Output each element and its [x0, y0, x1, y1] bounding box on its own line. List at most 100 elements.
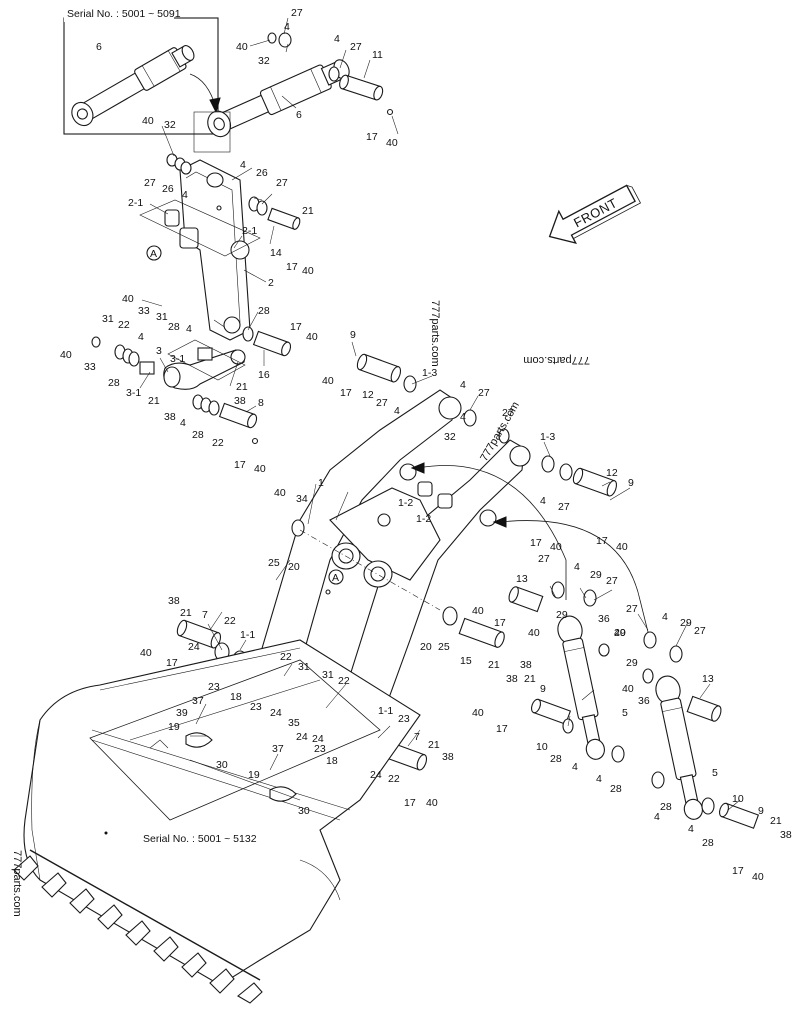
callout: 40 [306, 331, 318, 343]
callout: 4 [662, 611, 668, 623]
callout: 27 [558, 501, 570, 513]
callout: 23 [398, 713, 410, 725]
callout: 10 [732, 793, 744, 805]
callout: 28 [702, 837, 714, 849]
pin-13-a [508, 586, 544, 613]
callout: 18 [326, 755, 338, 767]
callout: 17 [366, 131, 378, 143]
callout: 8 [258, 397, 264, 409]
bellcrank [139, 159, 261, 341]
callout: 40 [622, 683, 634, 695]
callout: 22 [280, 651, 292, 663]
callout: 7 [202, 609, 208, 621]
svg-text:A: A [332, 572, 339, 584]
callout: 17 [732, 865, 744, 877]
callout: 4 [596, 773, 602, 785]
callout: 19 [248, 769, 260, 781]
callout: 30 [216, 759, 228, 771]
callout: 40 [302, 265, 314, 277]
callout: 24 [370, 769, 382, 781]
callout: 19 [168, 721, 180, 733]
callout: 40 [528, 627, 540, 639]
callout: 40 [60, 349, 72, 361]
callout: 4 [460, 379, 466, 391]
pin-10-b [718, 802, 760, 829]
callout: 22 [118, 319, 130, 331]
callout: 23 [208, 681, 220, 693]
leader-lines [139, 17, 741, 811]
callout: 40 [386, 137, 398, 149]
callout: 37 [272, 743, 284, 755]
callout: 21 [302, 205, 314, 217]
callout: 22 [338, 675, 350, 687]
callout: 3-1 [170, 353, 185, 365]
callout: 24 [312, 733, 324, 745]
callout: 17 [596, 535, 608, 547]
callout: 5 [712, 767, 718, 779]
callout: 2-1 [128, 197, 143, 209]
callout: 2-1 [242, 225, 257, 237]
callout: 18 [230, 691, 242, 703]
callout: 1 [318, 477, 324, 489]
callout: 24 [188, 641, 200, 653]
callout: 27 [626, 603, 638, 615]
callout: 4 [688, 823, 694, 835]
callout: 17 [166, 657, 178, 669]
pin-15 [458, 617, 505, 648]
callout: 31 [156, 311, 168, 323]
pin-12-top [356, 353, 402, 383]
section-marker-a-1: A [146, 245, 162, 261]
callout: 40 [236, 41, 248, 53]
callout: 9 [540, 683, 546, 695]
callout: 9 [628, 477, 634, 489]
callout: 16 [258, 369, 270, 381]
callout: 28 [192, 429, 204, 441]
callout: 28 [610, 783, 622, 795]
callout: 38 [442, 751, 454, 763]
callout: 32 [444, 431, 456, 443]
callout: 22 [224, 615, 236, 627]
callout: 23 [314, 743, 326, 755]
callout: 27 [144, 177, 156, 189]
callout: 27 [538, 553, 550, 565]
callout: 5 [622, 707, 628, 719]
callout: 36 [598, 613, 610, 625]
callout: 32 [164, 119, 176, 131]
callout: 1-1 [240, 629, 255, 641]
callout: 1-3 [540, 431, 555, 443]
inset-box: Serial No. : 5001 ~ 5091 [63, 8, 221, 135]
callout: 36 [638, 695, 650, 707]
callout: 24 [270, 707, 282, 719]
bucket [13, 639, 421, 1004]
callout: 27 [694, 625, 706, 637]
pin-7-a [176, 619, 222, 649]
callout: 28 [168, 321, 180, 333]
callout: 20 [420, 641, 432, 653]
callout: 31 [322, 669, 334, 681]
pin-14 [267, 207, 301, 230]
callout: 3-1 [126, 387, 141, 399]
watermark-1: 777parts.com [429, 300, 441, 367]
callout: 21 [180, 607, 192, 619]
callout: 9 [758, 805, 764, 817]
pin-8 [218, 402, 258, 429]
callout: 33 [138, 305, 150, 317]
callout: 40 [322, 375, 334, 387]
callout: 1-2 [416, 513, 431, 525]
callout: 40 [254, 463, 266, 475]
callout: 32 [258, 55, 270, 67]
callout: 4 [138, 331, 144, 343]
callout: 1-2 [398, 497, 413, 509]
callout: 29 [556, 609, 568, 621]
callout: 15 [460, 655, 472, 667]
callout: 13 [516, 573, 528, 585]
front-arrow: FRONT [548, 184, 642, 245]
callout: 27 [376, 397, 388, 409]
lift-cylinder-1 [557, 615, 605, 760]
callout: 4 [186, 323, 192, 335]
watermark-4: 777parts.com [11, 850, 23, 917]
callout: 17 [494, 617, 506, 629]
callout: 21 [236, 381, 248, 393]
tilt-link [163, 339, 246, 390]
